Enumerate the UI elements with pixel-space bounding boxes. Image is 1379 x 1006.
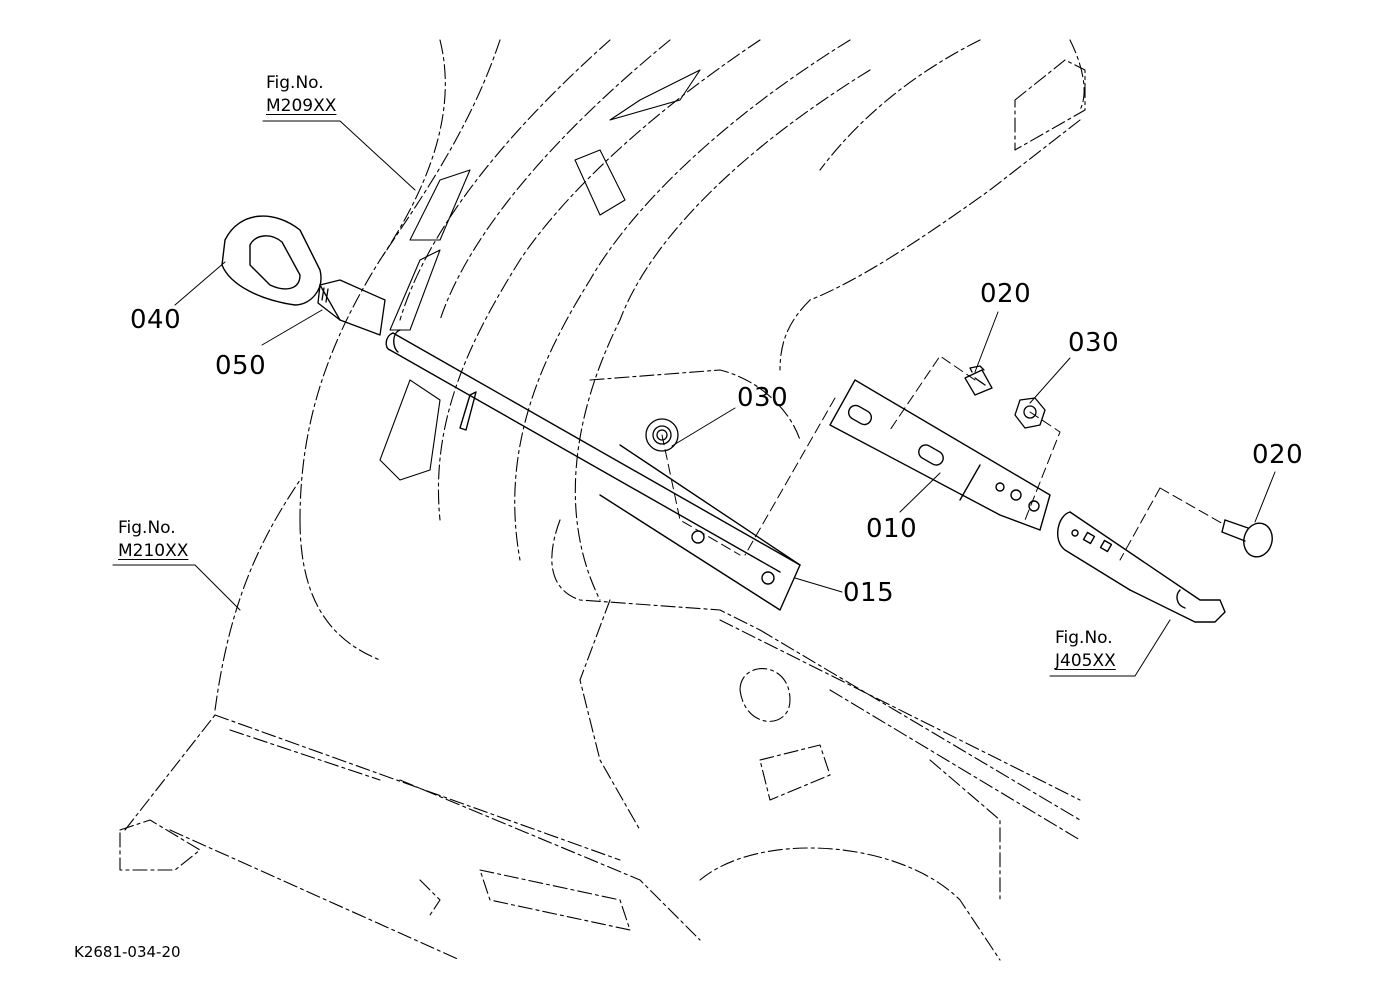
lever-knob [221, 215, 322, 306]
part-label-050: 050 [215, 351, 267, 381]
figure-reference-number: M210XX [118, 541, 189, 561]
housing-outline [119, 39, 1086, 961]
bolt-upper [964, 365, 993, 396]
part-label-020-right: 020 [1252, 440, 1304, 470]
collar [317, 279, 386, 336]
drawing-code: K2681-034-20 [74, 943, 181, 961]
shaft [1057, 511, 1226, 623]
figure-reference-j405xx: Fig.No. J405XX [1055, 627, 1116, 673]
figure-reference-number: J405XX [1055, 651, 1116, 671]
part-label-040: 040 [130, 305, 182, 335]
plate [829, 379, 1051, 531]
fender-slots [379, 69, 701, 481]
figure-reference-m209xx: Fig.No. M209XX [266, 72, 336, 118]
bolt-right [1221, 519, 1273, 558]
assembly-lines [661, 355, 1226, 561]
part-label-020-upper: 020 [980, 279, 1032, 309]
figure-reference-caption: Fig.No. [266, 73, 324, 93]
figure-reference-number: M209XX [266, 96, 337, 116]
part-label-015: 015 [843, 578, 895, 608]
leader-lines [112, 120, 1276, 677]
figure-reference-caption: Fig.No. [1055, 628, 1113, 648]
figure-reference-m210xx: Fig.No. M210XX [118, 517, 188, 563]
part-label-030-right: 030 [1068, 328, 1120, 358]
part-label-030-left: 030 [737, 383, 789, 413]
washer-left [645, 418, 679, 452]
shift-lever-rod [385, 329, 801, 611]
part-label-010: 010 [866, 514, 918, 544]
figure-reference-caption: Fig.No. [118, 518, 176, 538]
